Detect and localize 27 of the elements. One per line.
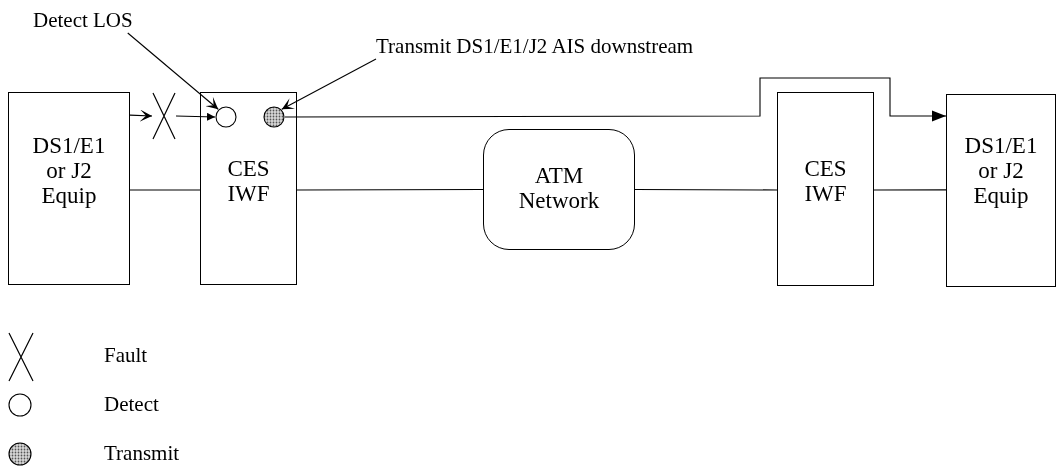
legend-label: Detect	[104, 392, 159, 417]
box-label: DS1/E1 or J2 Equip	[963, 133, 1039, 208]
arrow	[175, 112, 216, 121]
equipment-box	[946, 94, 1056, 287]
legend-label: Fault	[104, 343, 148, 368]
callout-text: Transmit DS1/E1/J2 AIS downstream	[376, 34, 694, 59]
box-label: ATM Network	[517, 163, 601, 213]
callout-text: Detect LOS	[33, 8, 133, 33]
network-box	[483, 129, 635, 250]
connector-line	[634, 188, 778, 191]
connector-line	[873, 189, 947, 191]
interworking-box	[200, 92, 297, 285]
box-label: CES IWF	[226, 156, 271, 206]
connector-line	[296, 188, 484, 191]
fault-icon	[152, 93, 176, 139]
equipment-box	[8, 92, 130, 285]
connector-line	[129, 189, 201, 191]
box-label: DS1/E1 or J2 Equip	[31, 133, 107, 208]
leader-arrow	[129, 109, 153, 122]
box-label: CES IWF	[803, 156, 848, 206]
leader-arrow	[127, 32, 219, 110]
legend-label: Transmit	[104, 441, 180, 466]
leader-arrow	[281, 58, 377, 110]
transmit-icon	[263, 106, 285, 128]
interworking-box	[777, 92, 874, 286]
arrow	[284, 77, 947, 122]
detect-icon	[215, 106, 237, 128]
